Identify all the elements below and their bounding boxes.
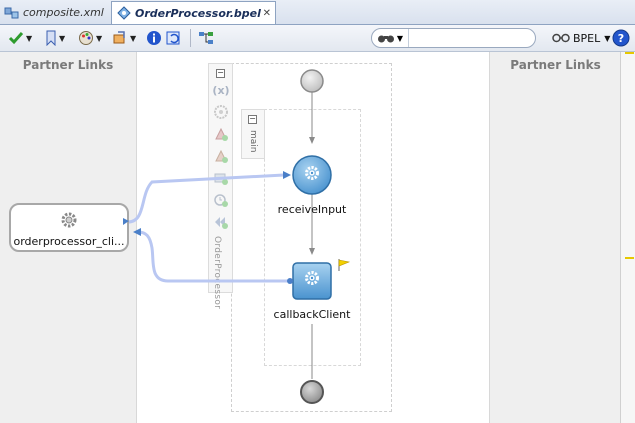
- scrollbar-marker: [625, 52, 634, 54]
- info-icon: [147, 31, 161, 45]
- refresh-icon: [166, 31, 180, 45]
- search-options-button[interactable]: ▼: [372, 29, 409, 47]
- process-name-label: OrderProcessor: [212, 236, 222, 310]
- editor-tab-strip: composite.xml OrderProcessor.bpel ✕: [0, 0, 635, 25]
- tab-composite-xml[interactable]: composite.xml: [0, 2, 110, 23]
- chevron-down-icon: ▼: [96, 33, 103, 43]
- variables-icon[interactable]: (x): [212, 82, 229, 98]
- sequence-arrow: [309, 137, 315, 144]
- sequence-arrow: [309, 248, 315, 255]
- chevron-down-icon: ▼: [130, 33, 137, 43]
- color-palette-icon: [79, 31, 93, 45]
- svg-text:(x): (x): [213, 84, 229, 97]
- binoculars-icon: [377, 35, 394, 43]
- collapse-process-button[interactable]: −: [216, 68, 225, 78]
- link-arrow-head: [283, 171, 291, 179]
- gear-icon: [305, 166, 319, 180]
- scrollbar-marker: [625, 257, 634, 259]
- fault-handler-icon[interactable]: [213, 126, 229, 142]
- tab-label: composite.xml: [23, 6, 104, 19]
- correlation-sets-icon[interactable]: [213, 104, 229, 120]
- chevron-down-icon: ▼: [26, 33, 33, 43]
- gear-icon: [59, 210, 79, 230]
- lane-title: Partner Links: [510, 58, 601, 72]
- composite-file-icon: [4, 5, 20, 21]
- scope-name-label: main: [248, 130, 258, 153]
- help-icon: ?: [612, 29, 630, 47]
- partner-links-lane-right[interactable]: Partner Links: [489, 52, 621, 423]
- lane-title: Partner Links: [22, 58, 114, 72]
- glasses-icon: [552, 33, 570, 43]
- close-icon[interactable]: ✕: [262, 7, 271, 19]
- collapse-scope-button[interactable]: −: [248, 114, 257, 124]
- tree-view-button[interactable]: [198, 29, 216, 47]
- refresh-button[interactable]: [166, 29, 184, 47]
- info-button[interactable]: [146, 29, 162, 47]
- help-button[interactable]: ?: [612, 29, 630, 47]
- callback-client-label: callbackClient: [273, 308, 351, 321]
- tab-orderprocessor-bpel[interactable]: OrderProcessor.bpel ✕: [111, 1, 276, 24]
- bpel-design-canvas: Partner Links Partner Links − (x): [0, 52, 635, 423]
- flow-diagram: [127, 69, 351, 404]
- alarm-handler-icon[interactable]: [213, 192, 229, 208]
- chevron-down-icon: ▼: [604, 33, 611, 43]
- vertical-scrollbar[interactable]: [620, 52, 635, 423]
- receive-link-line: [127, 173, 285, 224]
- chevron-down-icon: ▼: [59, 33, 66, 43]
- partner-link-label: orderprocessor_cli...: [13, 235, 125, 248]
- palette-button[interactable]: ▼: [78, 29, 102, 47]
- tree-structure-icon: [199, 32, 213, 44]
- tab-label: OrderProcessor.bpel: [135, 6, 261, 20]
- validate-button[interactable]: ▼: [8, 29, 32, 47]
- start-node[interactable]: [300, 69, 324, 93]
- link-arrow-head: [133, 228, 141, 236]
- checkmark-icon: [8, 32, 24, 45]
- toolbar-separator: [190, 29, 191, 47]
- deploy-button[interactable]: ▼: [112, 29, 136, 47]
- search-input[interactable]: [413, 29, 535, 47]
- svg-text:?: ?: [618, 32, 624, 45]
- compensation-handler-icon[interactable]: [213, 214, 229, 230]
- callback-client-activity[interactable]: [292, 262, 332, 300]
- end-node[interactable]: [300, 380, 324, 404]
- scope-main-tab: − main: [241, 109, 265, 159]
- partner-link-port-icon: [123, 218, 129, 225]
- callback-port: [287, 278, 293, 284]
- bookmark-button[interactable]: ▼: [45, 29, 65, 47]
- bpel-file-icon: [116, 5, 132, 21]
- event-handler-icon[interactable]: [213, 148, 229, 164]
- flag-icon: [338, 259, 351, 271]
- gear-icon: [305, 271, 319, 285]
- search-box: ▼: [371, 28, 536, 48]
- deploy-icon: [113, 31, 125, 44]
- receive-input-label: receiveInput: [277, 203, 347, 216]
- bpel-view-dropdown[interactable]: BPEL ▼: [552, 29, 610, 47]
- partner-link-orderprocessor-client[interactable]: orderprocessor_cli...: [9, 203, 129, 252]
- toolbar: ▼ ▼ ▼ ▼: [0, 25, 635, 52]
- bookmark-icon: [46, 30, 56, 46]
- bpel-dropdown-label: BPEL: [573, 31, 601, 45]
- callback-link-line: [137, 230, 289, 283]
- chevron-down-icon: ▼: [396, 33, 404, 43]
